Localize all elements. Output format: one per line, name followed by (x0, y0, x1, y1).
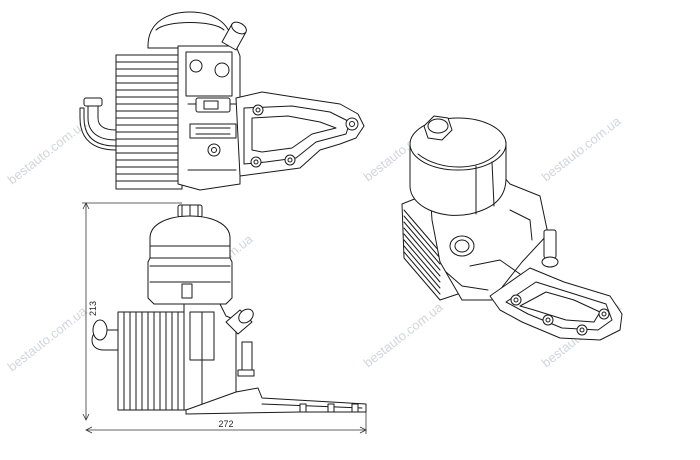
isometric-view (401, 115, 623, 341)
watermark-text: bestauto.com.ua (5, 116, 91, 187)
cooler-fins-top (115, 61, 183, 182)
watermark-text: bestauto.com.ua (5, 303, 91, 374)
front-view: 213 272 (82, 202, 367, 434)
watermark-text: bestauto.com.ua (539, 113, 625, 184)
top-view (79, 11, 365, 191)
cooler-fins-iso (403, 209, 441, 295)
width-dimension-label: 272 (218, 419, 233, 429)
height-dimension-label: 213 (88, 301, 98, 316)
cooler-fins-front (123, 311, 179, 411)
watermark-text: bestauto.com.ua (361, 299, 447, 370)
